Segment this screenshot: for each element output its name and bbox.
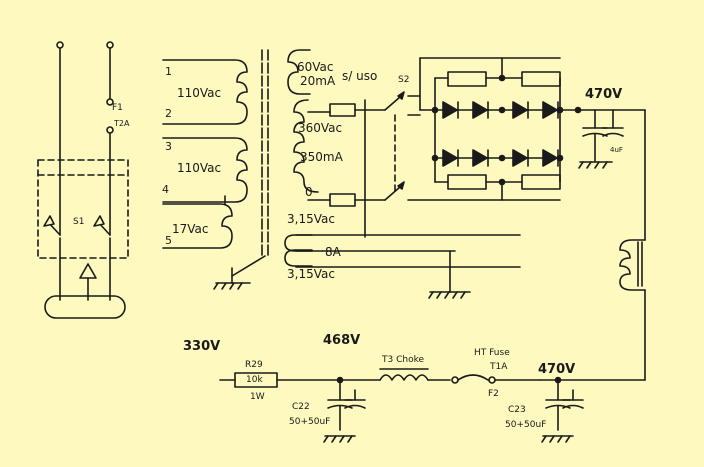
- resistor-top-icon: [329, 103, 356, 117]
- pin-3: 3: [165, 140, 172, 153]
- transformer-secondary: [284, 49, 521, 299]
- c22-value: 50+50uF: [289, 417, 331, 427]
- secondary-60vac: 60Vac: [297, 60, 334, 74]
- r29-ref: R29: [245, 360, 263, 370]
- resistor-bottom-icon: [329, 193, 356, 207]
- secondary-360vac: 360Vac: [298, 121, 343, 135]
- primary-110vac-1: 110Vac: [177, 86, 222, 100]
- f1-label: F1: [112, 103, 123, 113]
- transformer-primary: [162, 49, 269, 290]
- c23-value: 50+50uF: [505, 420, 547, 430]
- reservoir-cap-value: 4uF: [610, 146, 623, 154]
- bridge-resistor-icon: [447, 71, 487, 87]
- heater-8a: 8A: [325, 245, 341, 259]
- voltage-470v-top: 470V: [585, 87, 623, 102]
- secondary-350ma: 350mA: [300, 150, 343, 164]
- pin-5: 5: [165, 234, 172, 247]
- c23-ref: C23: [508, 405, 526, 415]
- t3-choke-label: T3 Choke: [382, 355, 425, 365]
- voltage-330v: 330V: [183, 339, 221, 354]
- s1-switch-box: [37, 159, 129, 259]
- primary-110vac-2: 110Vac: [177, 161, 222, 175]
- f2-title: HT Fuse: [474, 348, 510, 358]
- f1-fuse-icon: [106, 98, 114, 106]
- r29-power: 1W: [250, 392, 265, 402]
- s1-label: S1: [73, 217, 85, 227]
- pin-4: 4: [162, 183, 169, 196]
- smoothing-choke-icon: [619, 239, 646, 291]
- f2-fuse-icon: [451, 376, 459, 384]
- pin-1: 1: [165, 65, 172, 78]
- reservoir-section: [539, 109, 646, 381]
- secondary-tap-0: 0: [305, 185, 313, 199]
- voltage-468v: 468V: [323, 333, 361, 348]
- t3-choke-icon: [379, 374, 429, 381]
- f2-rating: T1A: [490, 362, 508, 372]
- f1-rating: T2A: [114, 119, 130, 128]
- mains-plug-icon: [44, 295, 126, 319]
- heater-3v15-1: 3,15Vac: [287, 212, 335, 226]
- c22-ref: C22: [292, 402, 310, 412]
- mains-input: [37, 41, 129, 319]
- s2-label: S2: [398, 75, 410, 85]
- diode-bridge: [431, 57, 582, 201]
- r29-value: 10k: [246, 375, 263, 385]
- secondary-20ma: 20mA: [300, 74, 336, 88]
- voltage-470v-bottom: 470V: [538, 362, 576, 377]
- f2-label: F2: [488, 389, 499, 399]
- filter-chain: [219, 368, 584, 443]
- s2-note: s/ uso: [342, 69, 378, 83]
- pin-2: 2: [165, 107, 172, 120]
- heater-3v15-2: 3,15Vac: [287, 267, 335, 281]
- primary-17vac: 17Vac: [172, 222, 209, 236]
